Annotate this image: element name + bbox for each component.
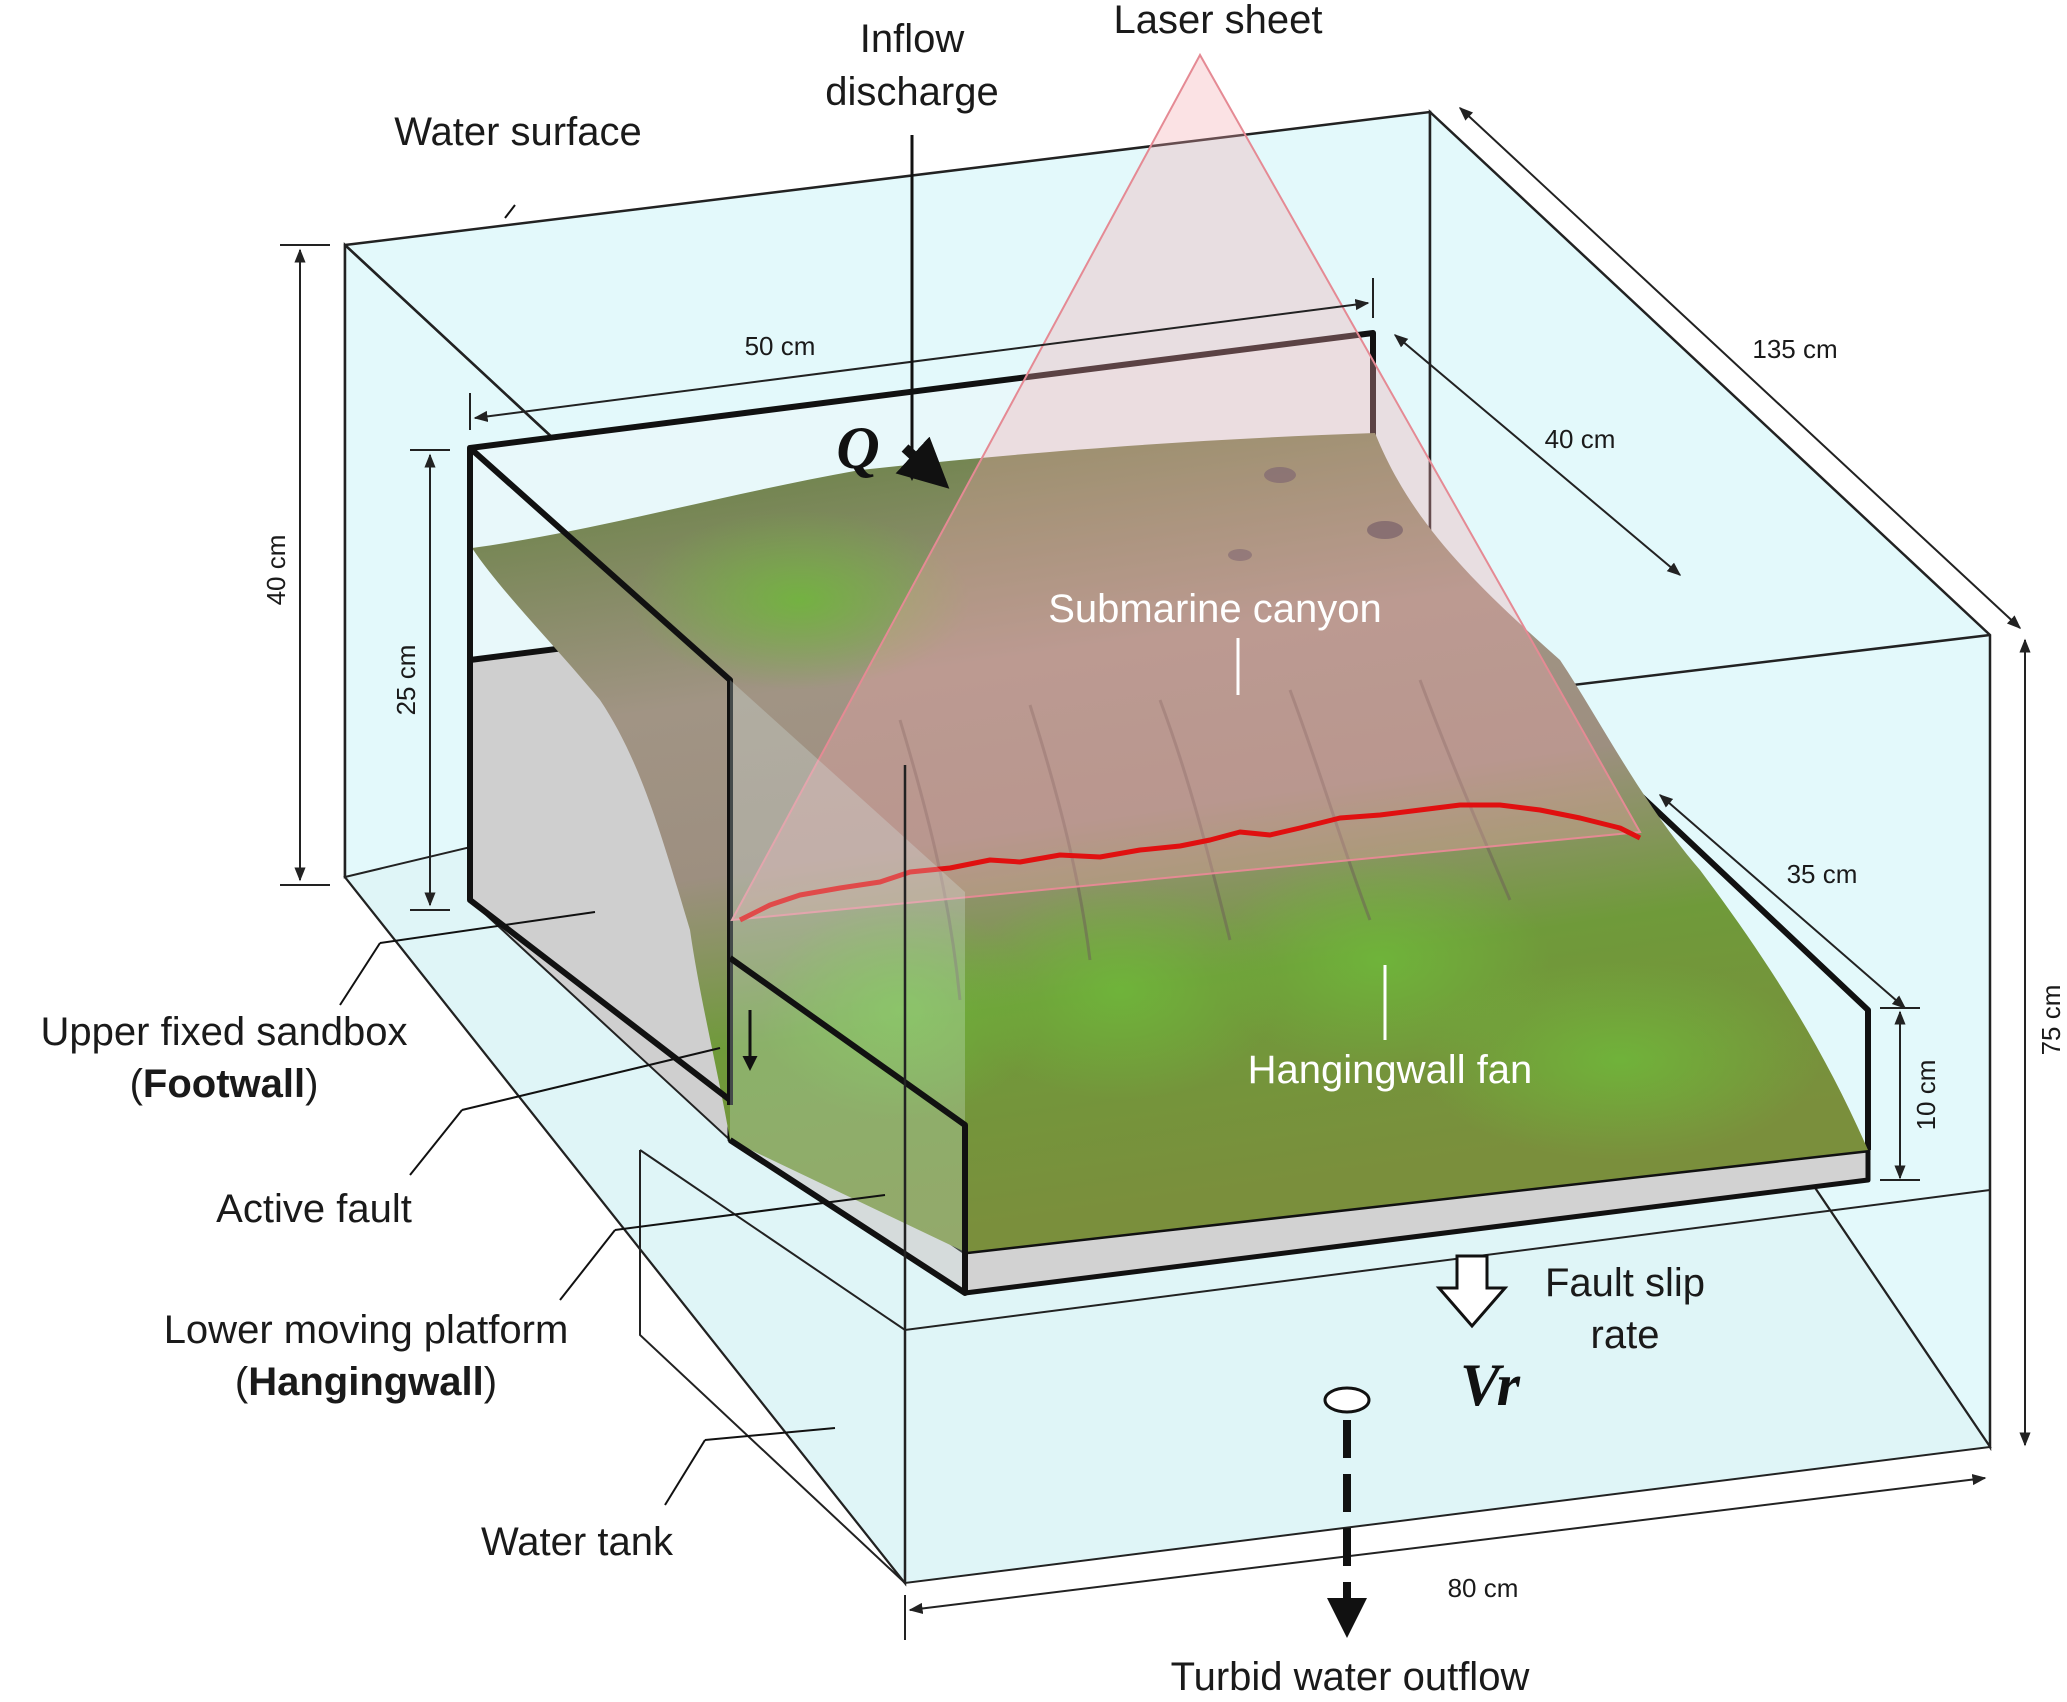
vr-symbol: Vr [1460,1352,1521,1418]
hangingwall-fan-label: Hangingwall fan [1248,1048,1533,1092]
dim-platform-step-label: 10 cm [1911,1060,1941,1131]
dim-tank-width [908,1473,1987,1615]
outflow-hole [1323,1386,1371,1414]
footwall-label-line2: (Footwall) [130,1062,319,1106]
fan-lobe-2 [960,880,1280,1100]
footwall-label-line1: Upper fixed sandbox [41,1010,408,1054]
dimension-lines [280,107,2031,1640]
green-slope-patch [630,510,970,690]
laser-profile-trace [738,802,1642,923]
dim-tank-length [1458,107,2022,629]
text-labels: Laser sheet Inflow discharge Water surfa… [41,0,1705,1699]
dim-sandbox-depth-label: 40 cm [1545,424,1616,454]
footwall-top-edge [468,445,733,1105]
front-panel-outline [728,955,968,1296]
inflow-label-line1: Inflow [860,17,965,61]
fault-slip-arrow-icon [1435,1254,1509,1329]
inflow-label-line2: discharge [825,70,998,114]
terrain-surface [472,433,1868,1252]
dim-platform-depth-label: 35 cm [1787,859,1858,889]
dim-sandbox-width-label: 50 cm [745,331,816,361]
fault-slip-label-line2: rate [1591,1313,1660,1357]
active-fault-label: Active fault [216,1187,412,1231]
dim-sandbox-height-label: 25 cm [391,645,421,716]
q-arrow [895,436,950,489]
dim-platform-depth [1658,794,1907,1009]
dim-tank-length-label: 135 cm [1752,334,1837,364]
fan-lobe-4 [1420,960,1820,1160]
submarine-canyon-label: Submarine canyon [1048,587,1382,631]
dim-tank-height-label: 40 cm [261,535,291,606]
turbid-outflow-label: Turbid water outflow [1171,1655,1530,1699]
hangingwall-label-line1: Lower moving platform [164,1308,569,1352]
dim-tank-total-height-label: 75 cm [2036,985,2066,1056]
pit [1228,549,1252,561]
footwall-front-edge [467,448,732,1103]
pit [1264,467,1296,483]
water-tank-label: Water tank [481,1520,674,1564]
outflow-pipe [1323,1386,1371,1638]
tank-inner-left-line [639,1150,906,1584]
fault-slip-label-line1: Fault slip [1545,1261,1705,1305]
laser-sheet-label: Laser sheet [1113,0,1322,42]
dimension-labels: 40 cm 25 cm 50 cm 40 cm 135 cm 35 cm 10 … [261,331,2066,1603]
leader-lines [339,204,1387,1506]
hangingwall-label-line2: (Hangingwall) [235,1360,497,1404]
dim-sandbox-width [473,299,1370,422]
water-surface-label: Water surface [394,110,641,154]
dim-tank-width-label: 80 cm [1448,1573,1519,1603]
q-symbol: Q [836,415,879,481]
canyon-ridges [898,679,1512,1001]
tank-inner-front-line [639,1149,1991,1332]
